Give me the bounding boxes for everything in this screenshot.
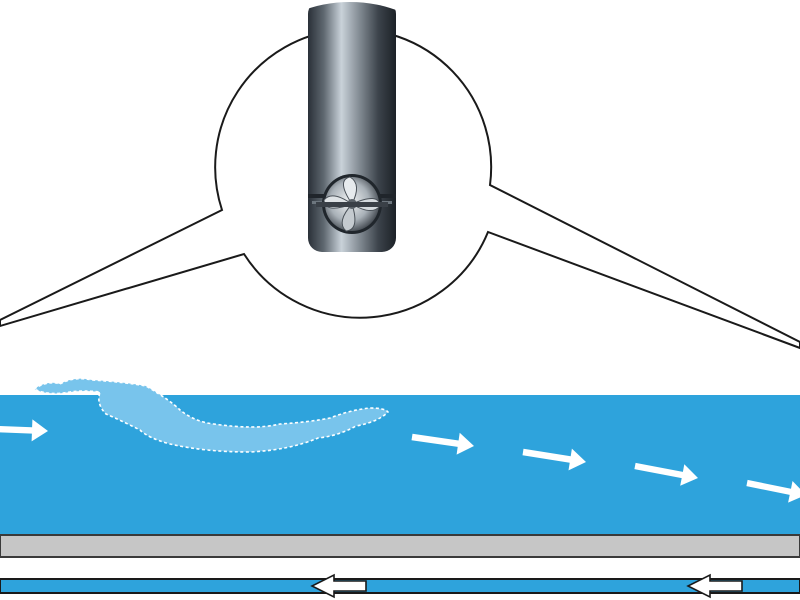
flow-arrow-4 [634, 462, 698, 486]
return-arrow-2 [686, 573, 743, 599]
swimmer-silhouette [33, 377, 389, 453]
return-arrows [310, 573, 743, 599]
flow-arrow-5 [746, 479, 800, 503]
flow-arrow-1 [0, 419, 48, 442]
device-crossbar [316, 202, 388, 207]
pool-floor [0, 534, 800, 558]
jet-device [308, 2, 396, 252]
flow-arrow-3 [522, 448, 586, 471]
flow-arrow-2 [411, 432, 474, 455]
return-channel [0, 578, 800, 594]
return-arrow-1 [310, 573, 367, 599]
callout-outline [0, 28, 800, 350]
flow-arrows [0, 419, 800, 503]
